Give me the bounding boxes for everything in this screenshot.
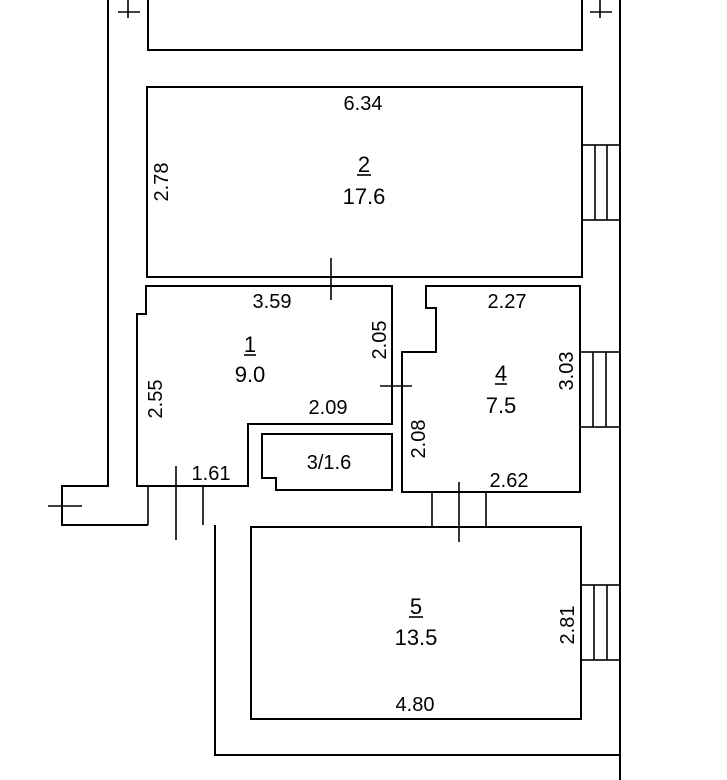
room-5-dim-bottom: 4.80 [396,694,435,716]
room-4-area: 7.5 [486,393,517,418]
room-4-dim-top: 2.27 [488,291,527,313]
room-4-dim-right: 3.03 [556,352,578,391]
window-frame [581,144,621,221]
door-room-1-exit [147,466,204,540]
doors [48,0,612,542]
room-1-number: 1 [244,332,256,357]
room-1-dim-left: 2.55 [145,380,167,419]
door-room-1-room-4 [380,360,412,412]
room-2-area: 17.6 [343,184,386,209]
room-1-area: 9.0 [235,362,266,387]
top-right-marker [590,0,612,18]
top-left-marker [118,0,140,18]
room-3-outline [261,433,393,491]
room-4-dim-left: 2.08 [408,420,430,459]
outer-wall-bottom [214,525,620,756]
outer-wall-top [61,0,148,526]
windows [579,144,621,661]
room-1: 3.59 2.05 2.55 2.09 1.61 1 9.0 [136,285,393,487]
room-1-dim-right: 2.05 [369,321,391,360]
room-5: 2.81 4.80 5 13.5 [250,526,582,720]
room-5-area: 13.5 [395,625,438,650]
room-4-outline [401,285,581,493]
room-3-label: 3/1.6 [307,452,351,474]
outer-wall-top-inner [147,0,583,51]
room-3: 3/1.6 [261,433,393,491]
room-1-dim-top: 3.59 [253,291,292,313]
window-frame [580,584,621,661]
window-room-2 [581,144,621,221]
room-2-dim-left: 2.78 [151,163,173,202]
room-2-outline [146,86,583,278]
room-2: 6.34 2.78 2 17.6 [146,86,583,278]
room-1-outline [136,285,393,487]
room-4: 2.27 3.03 2.08 2.62 4 7.5 [401,285,581,493]
window-room-4 [579,351,621,428]
window-room-5 [580,584,621,661]
room-1-dim-inner: 2.09 [309,397,348,419]
room-4-dim-bottom: 2.62 [490,470,529,492]
room-2-dim-top: 6.34 [344,93,383,115]
room-5-number: 5 [410,594,422,619]
room-1-dim-bottom: 1.61 [192,463,231,485]
room-2-number: 2 [358,152,370,177]
room-4-number: 4 [495,361,507,386]
room-5-dim-right: 2.81 [557,606,579,645]
door-room-2-room-1 [306,258,356,300]
door-room-4-room-5 [431,482,487,542]
room-5-outline [250,526,582,720]
window-frame [579,351,621,428]
